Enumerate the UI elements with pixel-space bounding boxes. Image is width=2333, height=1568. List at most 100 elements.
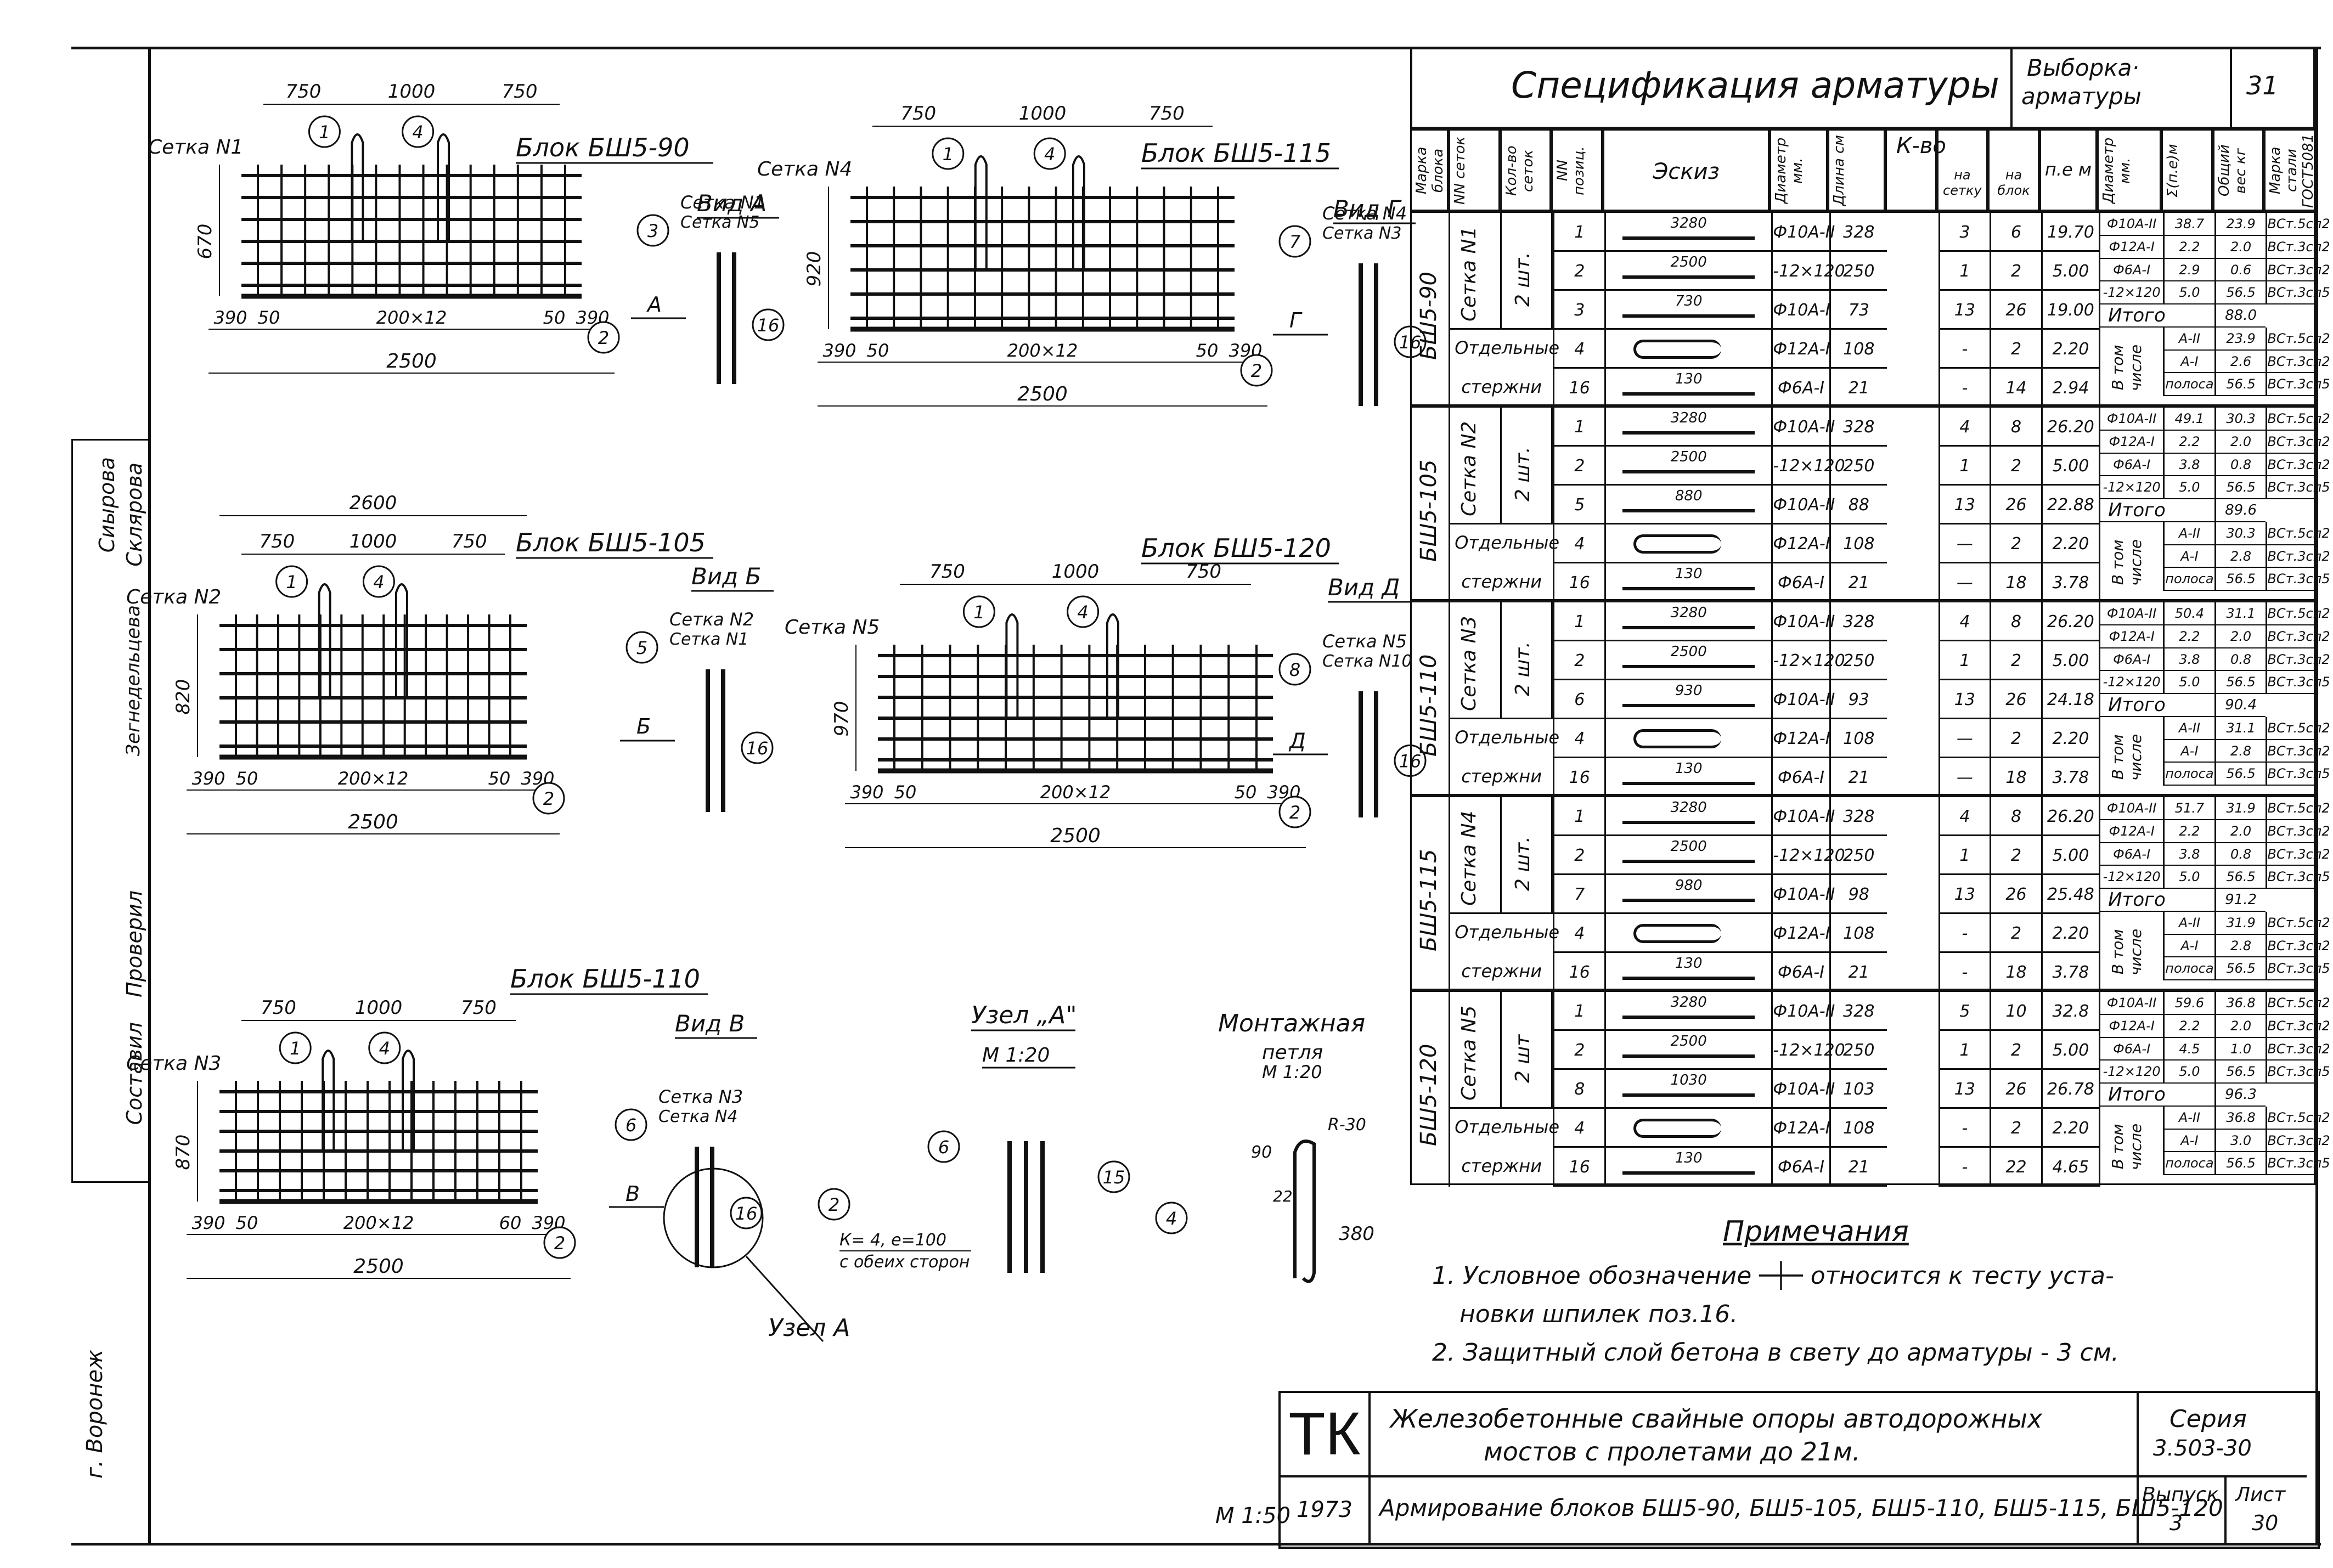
sel-cell-14: ВСт.3сп2: [2266, 258, 2330, 282]
spec-cell-10: 22.88: [2041, 486, 2099, 524]
sketch-hook: [1633, 534, 1722, 554]
sel-cell-12: 2.2: [2163, 625, 2214, 648]
incl-cell-14: ВСт.5сп2: [2266, 522, 2330, 545]
spec-cell-9: 8: [1990, 797, 2041, 836]
sketch-bar: [1622, 275, 1755, 279]
top-dim: 1000: [1052, 561, 1100, 583]
sketch-dim: 980: [1675, 877, 1703, 894]
colheader-text-1: NN сеток: [1452, 136, 1469, 205]
spec-cell-5: Ф10А-II: [1771, 213, 1835, 252]
spec-cell-9: 18: [1990, 953, 2041, 992]
block-separate-label: Отдельные: [1455, 337, 1560, 358]
block-mark-cell: [1412, 797, 1451, 992]
sketch-dim: 130: [1675, 371, 1703, 387]
spec-cell-5: Ф10А-II: [1771, 602, 1835, 641]
node-a-callout-leader: [745, 1255, 824, 1343]
top-dim: 750: [452, 531, 487, 552]
spec-cell-6: 88: [1829, 486, 1887, 524]
spec-cell-8: 4: [1938, 408, 1990, 447]
frame-bottom-line: [71, 1543, 2321, 1546]
sketch-cell: 730: [1604, 291, 1772, 330]
block-grid-label: Сетка N4: [1458, 810, 1481, 906]
spec-cell-10: 2.20: [2041, 524, 2099, 563]
spec-cell-9: 8: [1990, 408, 2041, 447]
block-qty: 2 шт.: [1511, 447, 1534, 502]
incl-cell-14: ВСт.3сп5: [2266, 568, 2330, 591]
spec-cell-3: 1: [1553, 797, 1605, 836]
sketch-cell: 130: [1604, 1148, 1772, 1187]
spec-cell-8: —: [1938, 563, 1990, 602]
height-dim: 670: [194, 224, 216, 260]
incl-cell-14: ВСт.5сп2: [2266, 327, 2330, 351]
frame-top-line: [71, 47, 2321, 49]
block-grid-cell: [1450, 797, 1502, 914]
sel-cell-12: 51.7: [2163, 797, 2214, 820]
node-a-circle-6: [927, 1130, 960, 1163]
sketch-dim: 2500: [1670, 254, 1707, 270]
sel-cell-11: Ф10А-II: [2099, 213, 2163, 236]
spec-cell-3: 7: [1553, 875, 1605, 914]
spec-cell-5: Ф10А-I: [1771, 291, 1830, 330]
block-mark-cell: [1412, 213, 1451, 408]
sketch-dim: 880: [1675, 488, 1703, 504]
position-circle-label: 7: [1289, 232, 1301, 252]
colheader-text-0: Марка блока: [1413, 146, 1446, 195]
incl-cell-13: 56.5: [2214, 763, 2266, 786]
sketch-cell: 130: [1604, 953, 1772, 992]
sel-cell-13: 0.8: [2214, 843, 2266, 866]
sel-cell-14: ВСт.3сп2: [2266, 235, 2330, 259]
bottom-dim: 200×12: [376, 307, 447, 328]
incl-cell-12: А-I: [2163, 350, 2214, 374]
sel-cell-11: Ф10А-II: [2099, 602, 2163, 625]
total-dim: 2500: [1017, 383, 1068, 405]
spec-cell-10: 5.00: [2041, 1031, 2099, 1070]
block-grid-label: Сетка N2: [1458, 421, 1481, 517]
node-a-scale: М 1:20: [982, 1044, 1050, 1067]
spec-cell-3: 1: [1553, 408, 1605, 447]
sel-cell-11: -12×120: [2099, 281, 2163, 305]
sel-cell-11: Ф6А-I: [2099, 843, 2163, 866]
block-mark-cell: [1412, 992, 1451, 1187]
total-label: Итого: [2099, 889, 2214, 912]
stamp-subtitle: Армирование блоков БШ5-90, БШ5-105, БШ5-…: [1379, 1494, 2223, 1521]
lifting-loop: [1106, 613, 1119, 719]
circle-pos-4: [1033, 137, 1066, 170]
top-dim: 750: [1186, 561, 1221, 583]
sel-cell-13: 56.5: [2214, 671, 2266, 695]
sel-cell-13: 1.0: [2214, 1037, 2266, 1061]
spec-head-div2: [2230, 49, 2232, 129]
sketch-dim: 130: [1675, 760, 1703, 777]
position-circle-label: 2: [554, 1233, 565, 1254]
sketch-cell: [1604, 914, 1772, 953]
stamp-title-1: Железобетонные свайные опоры автодорожны…: [1390, 1404, 2043, 1434]
notes-line-3: 2. Защитный слой бетона в свету до армат…: [1432, 1339, 2119, 1367]
selection-title-1: Выборка·: [2027, 54, 2139, 81]
sketch-hook: [1633, 1119, 1722, 1138]
incl-cell: [2099, 911, 2163, 992]
sketch-dim: 1030: [1670, 1072, 1707, 1088]
circle-pos-16: [730, 1197, 763, 1229]
block-grid-cell: [1450, 992, 1502, 1109]
spec-cell-8: 1: [1938, 252, 1990, 291]
position-circle-label: 2: [543, 788, 554, 809]
spec-cell-3: 1: [1553, 213, 1605, 252]
block-separate-label: Отдельные: [1455, 1116, 1560, 1137]
sketch-bar: [1622, 781, 1755, 785]
sel-cell-11: -12×120: [2099, 866, 2163, 889]
lifting-loop: [322, 1050, 335, 1152]
sel-cell-14: ВСт.5сп2: [2266, 797, 2330, 820]
spec-cell-8: —: [1938, 758, 1990, 797]
lifting-loop: [395, 583, 408, 697]
colheader-pe: п.е м: [2044, 159, 2092, 180]
incl-cell-12: полоса: [2163, 373, 2214, 397]
sketch-cell: 2500: [1604, 836, 1772, 875]
block-mark: БШ5-110: [1416, 654, 1441, 757]
spec-cell-10: 2.20: [2041, 719, 2099, 758]
block-title: Блок БШ5-110: [510, 964, 700, 994]
spec-cell-10: 3.78: [2041, 563, 2099, 602]
circle-pos-side: [615, 1108, 647, 1141]
sel-cell-11: Ф6А-I: [2099, 258, 2163, 282]
sketch-cell: [1604, 719, 1772, 758]
